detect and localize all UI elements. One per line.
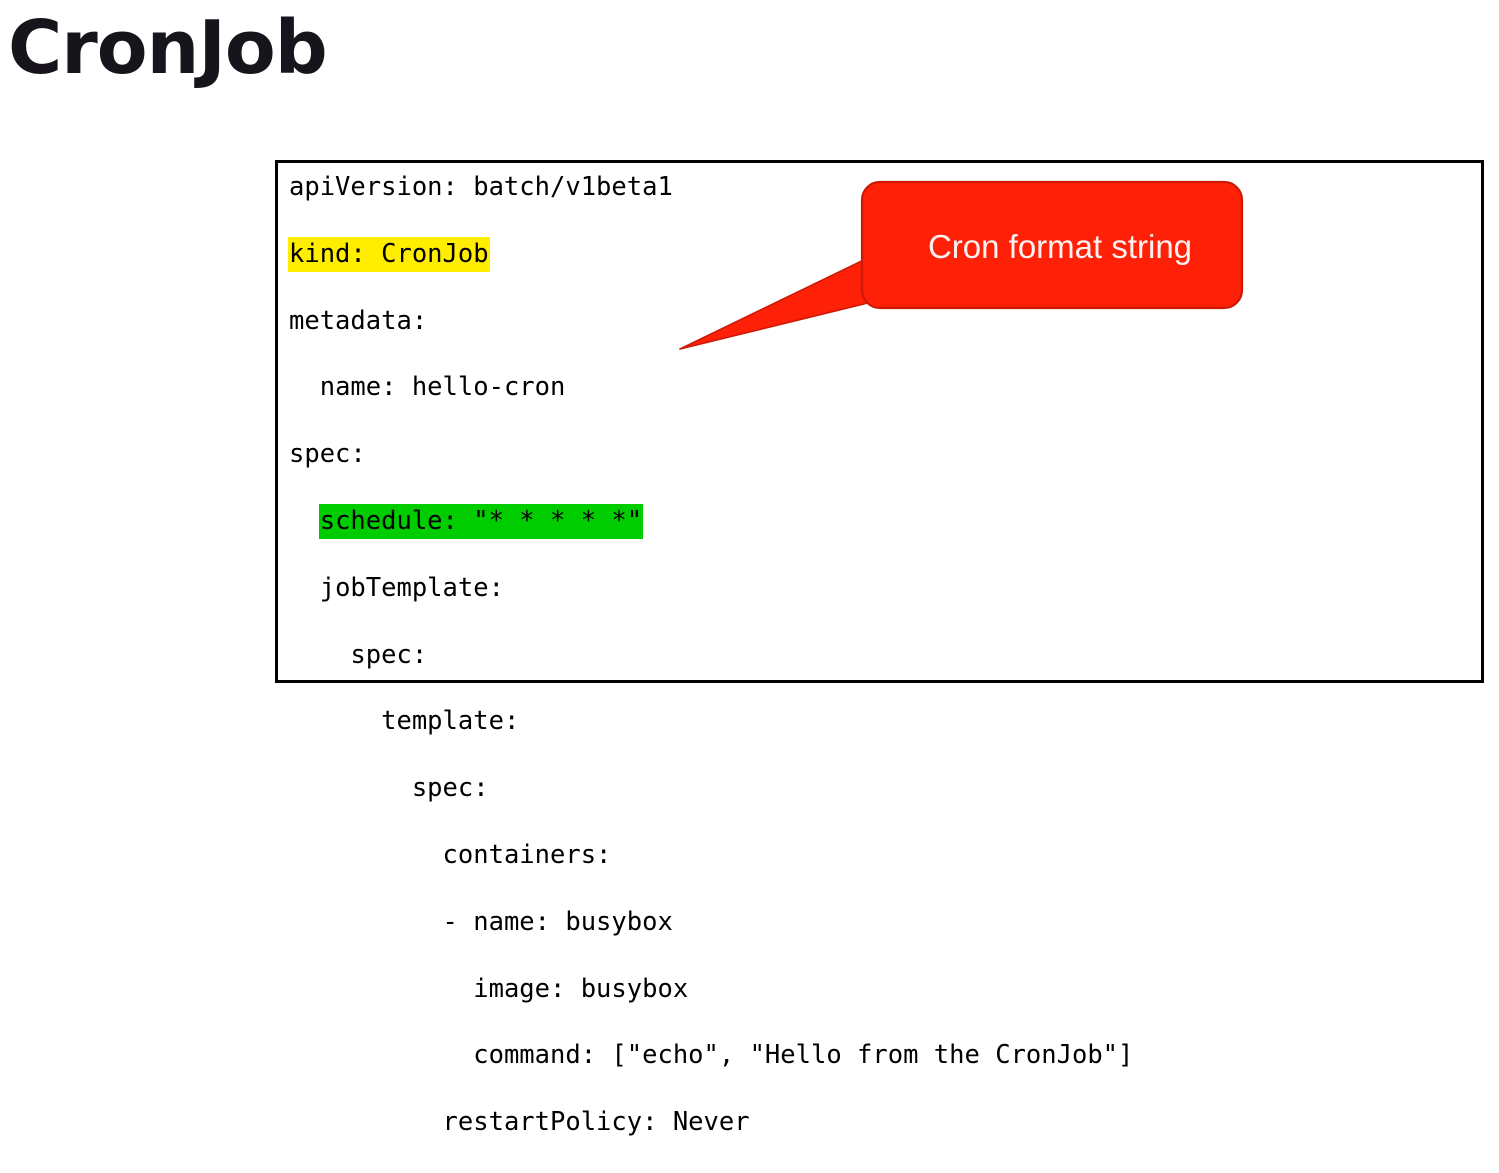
code-text: template: — [381, 706, 520, 737]
code-indent — [289, 840, 443, 870]
code-line: jobTemplate: — [289, 572, 1133, 605]
code-indent — [289, 1040, 473, 1070]
code-indent — [289, 974, 473, 1004]
code-text: metadata: — [289, 305, 428, 336]
code-indent — [289, 640, 350, 670]
code-line: containers: — [289, 839, 1133, 872]
code-indent — [289, 372, 320, 402]
code-line: kind: CronJob — [288, 236, 1133, 272]
code-indent — [289, 907, 443, 937]
code-line: spec: — [289, 639, 1133, 672]
code-text: apiVersion: batch/v1beta1 — [289, 172, 673, 202]
code-line: image: busybox — [289, 973, 1133, 1006]
code-text: name: hello-cron — [319, 372, 566, 403]
code-line: schedule: "* * * * *" — [289, 503, 1133, 539]
code-listing: apiVersion: batch/v1beta1 kind: CronJob … — [288, 171, 1133, 1173]
code-line: command: ["echo", "Hello from the CronJo… — [289, 1039, 1133, 1072]
code-indent — [289, 506, 320, 536]
code-indent — [289, 573, 320, 603]
code-line: template: — [289, 705, 1133, 738]
code-text: spec: — [411, 773, 489, 804]
code-line: apiVersion: batch/v1beta1 — [289, 171, 1133, 204]
code-line: spec: — [289, 438, 1133, 471]
code-indent — [289, 1107, 443, 1137]
code-text: spec: — [350, 639, 428, 670]
code-text: spec: — [289, 439, 366, 470]
code-line: name: hello-cron — [289, 371, 1133, 404]
code-indent — [289, 706, 381, 736]
code-indent — [289, 773, 412, 803]
yaml-code-block: apiVersion: batch/v1beta1 kind: CronJob … — [275, 160, 1484, 1137]
page-title: CronJob — [8, 5, 328, 91]
code-line: metadata: — [289, 305, 1133, 338]
code-text: restartPolicy: Never — [442, 1107, 750, 1138]
code-text: - name: busybox — [442, 906, 673, 937]
code-highlight-green: schedule: "* * * * *" — [318, 503, 644, 539]
code-line: - name: busybox — [289, 906, 1133, 939]
code-line: restartPolicy: Never — [289, 1106, 1133, 1139]
code-text: jobTemplate: — [319, 572, 504, 603]
code-text: containers: — [442, 839, 612, 870]
code-line: spec: — [289, 772, 1133, 805]
code-text: image: busybox — [473, 973, 689, 1004]
code-text: command: ["echo", "Hello from the CronJo… — [473, 1040, 1134, 1071]
code-highlight-yellow: kind: CronJob — [288, 236, 490, 272]
